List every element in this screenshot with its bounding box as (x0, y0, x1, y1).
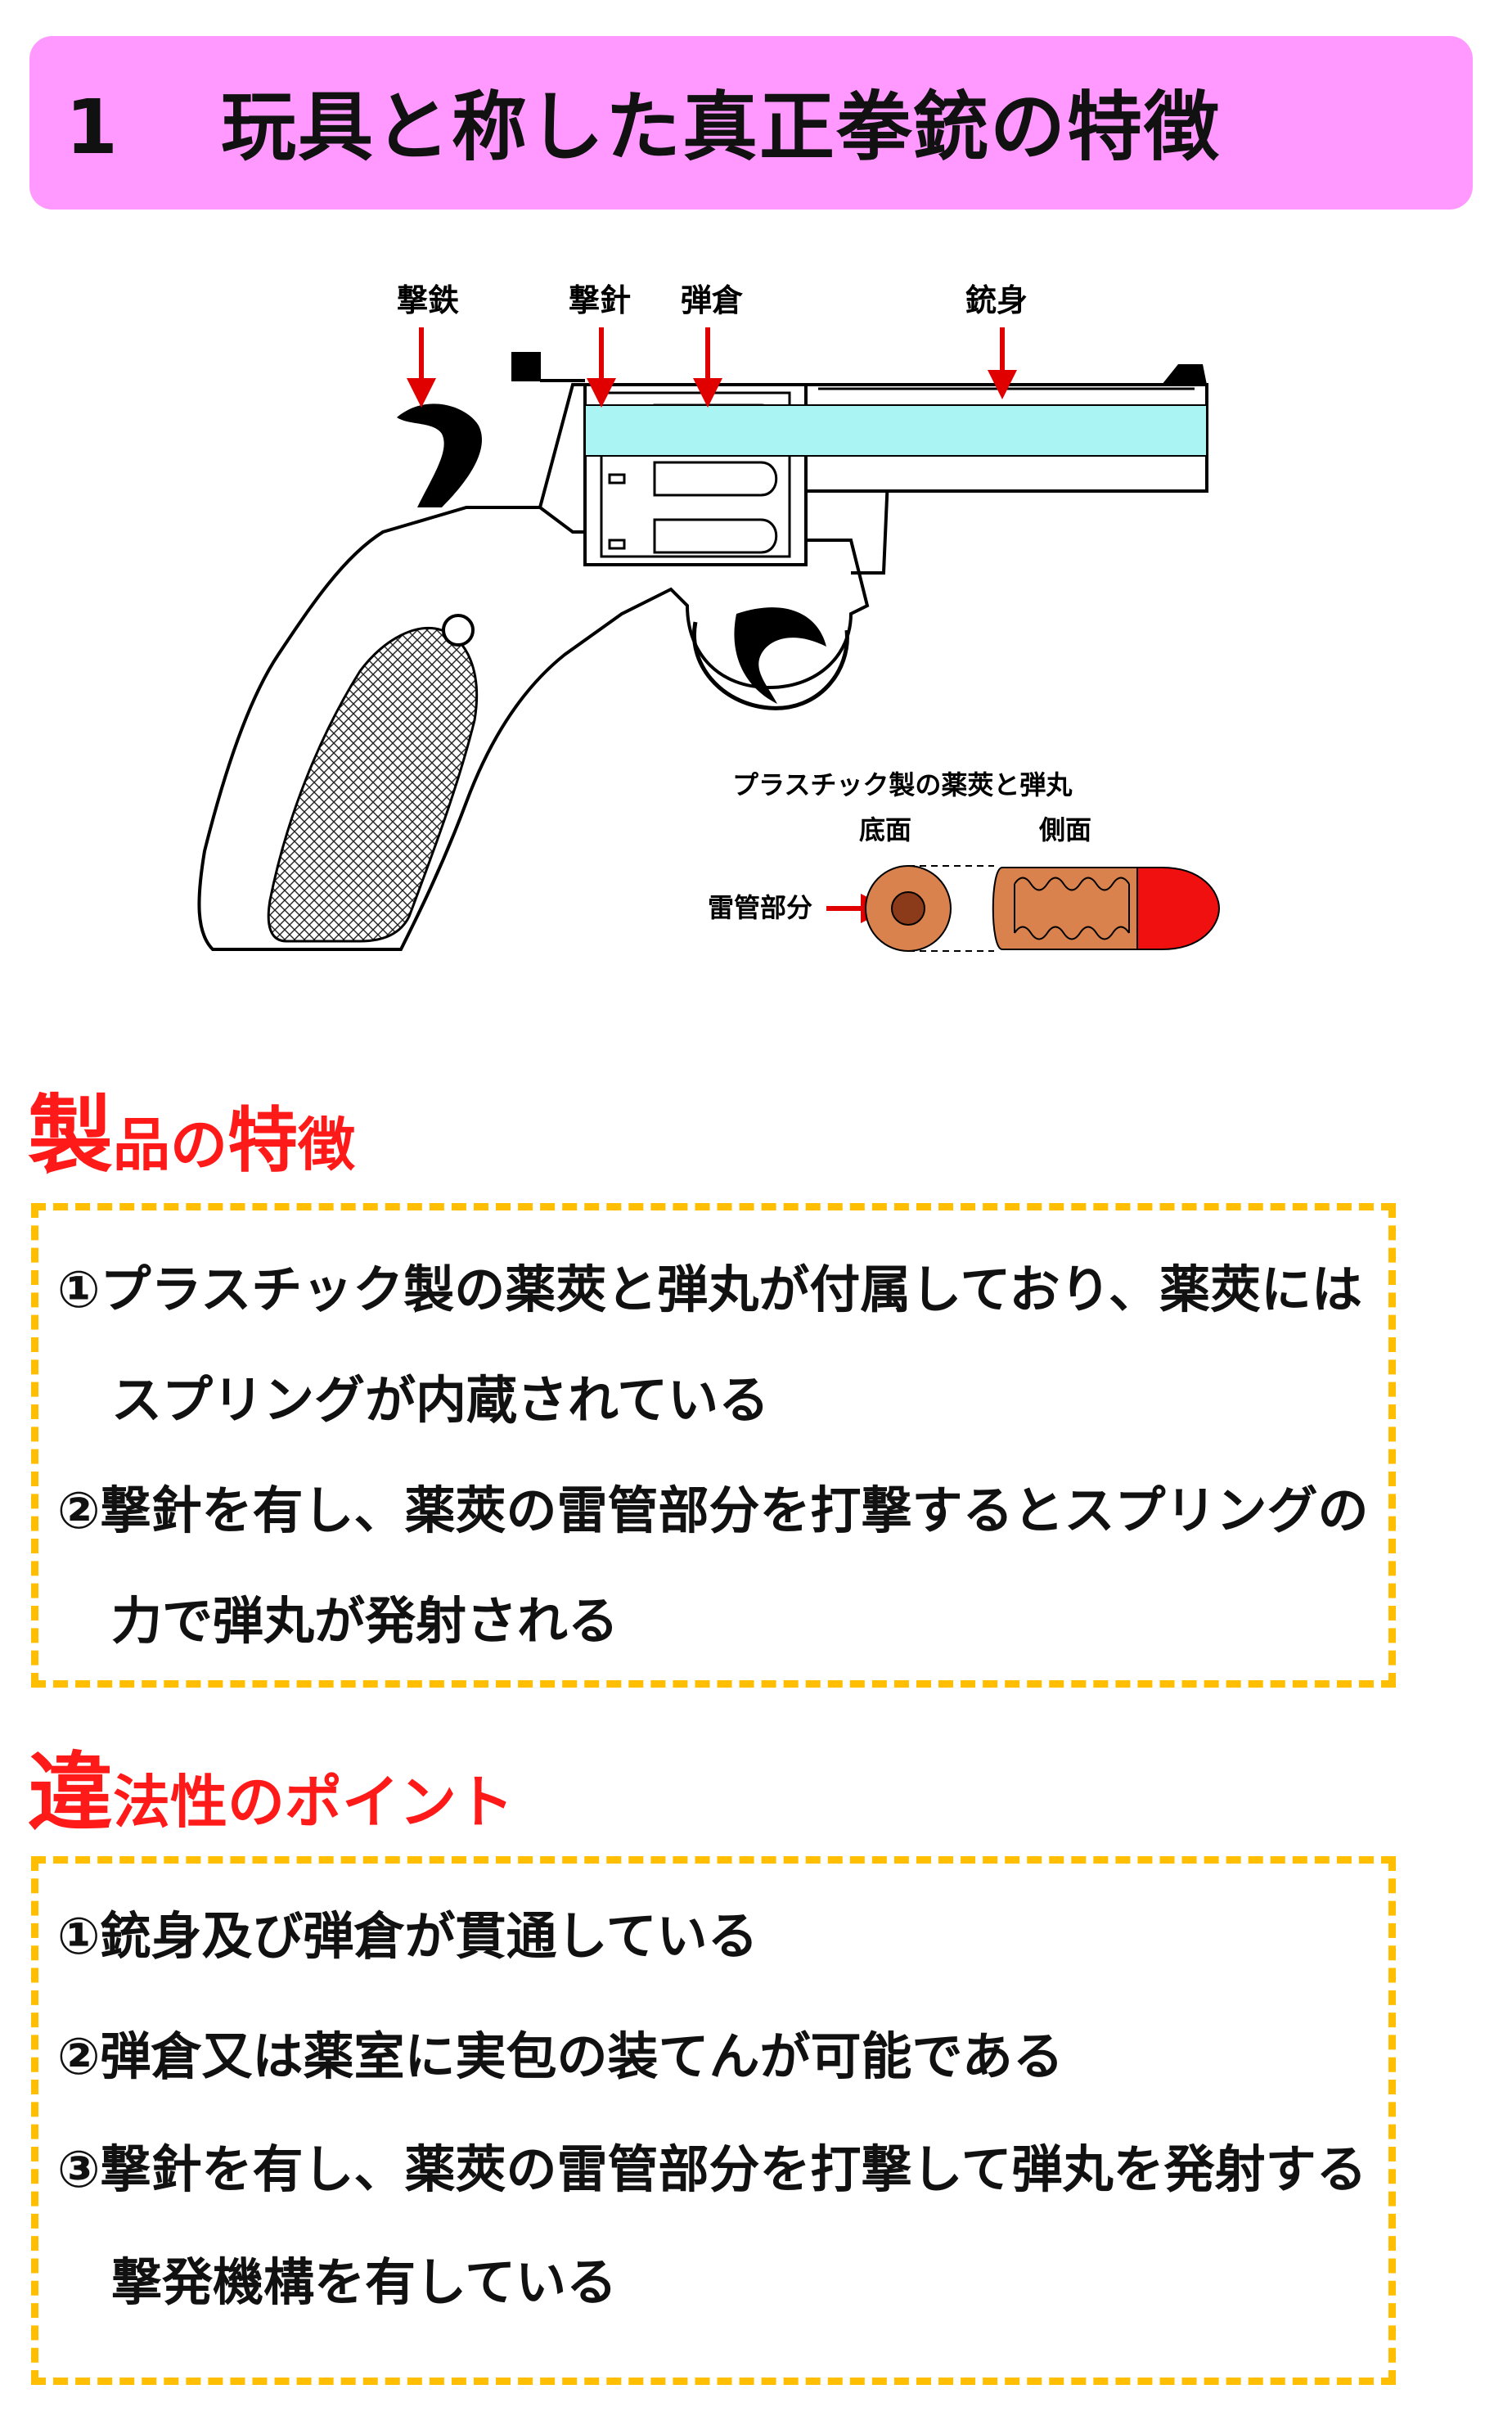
side-view-label: 側面 (1038, 814, 1091, 845)
heading-text: 法性のポイント (113, 1769, 515, 1836)
heading-text: 徴 (298, 1111, 356, 1179)
base-view-label: 底面 (859, 814, 911, 845)
barrel-bore (584, 404, 1208, 457)
product-features-box (31, 1203, 1396, 1688)
section-number: 1 (65, 83, 119, 171)
feature-line-3: ②撃針を有し、薬莢の雷管部分を打撃するとスプリングの (57, 1481, 1369, 1540)
heading-char: 違 (28, 1742, 114, 1842)
feature-line-4: 力で弾丸が発射される (111, 1591, 619, 1651)
hammer-label: 撃鉄 (397, 282, 459, 318)
page-title: 玩具と称した真正拳銃の特徴 (221, 83, 1222, 171)
bullet (1136, 867, 1221, 950)
trigger (734, 607, 826, 704)
cylinder-label: 弾倉 (681, 282, 744, 318)
product-features-heading: 製品の特徴 (28, 1093, 355, 1178)
primer-label: 雷管部分 (708, 892, 812, 923)
point-line-3: ③撃針を有し、薬莢の雷管部分を打撃して弾丸を発射する (57, 2139, 1367, 2199)
feature-line-2: スプリングが内蔵されている (111, 1370, 770, 1430)
illegality-points-box (31, 1856, 1396, 2385)
hammer (397, 403, 482, 507)
point-line-4: 撃発機構を有している (111, 2252, 618, 2312)
frame-pin (442, 614, 475, 647)
revolver-diagram: 撃鉄 撃針 弾倉 銃身 プラスチック製の薬莢と弾丸 底面 側面 雷管部分 (197, 282, 1221, 952)
point-line-2: ②弾倉又は薬室に実包の装てんが可能である (57, 2026, 1064, 2086)
point-line-1: ①銃身及び弾倉が貫通している (57, 1906, 758, 1966)
heading-char: 製 (28, 1085, 114, 1185)
illegality-points-heading: 違法性のポイント (28, 1750, 514, 1835)
cartridge-side (992, 867, 1138, 950)
grip-checkering (267, 626, 479, 943)
title-banner (29, 36, 1473, 210)
firing-pin-label: 撃針 (569, 282, 631, 318)
inset-title: プラスチック製の薬莢と弾丸 (732, 769, 1072, 800)
front-sight (1162, 364, 1207, 385)
feature-line-1: ①プラスチック製の薬莢と弾丸が付属しており、薬莢には (57, 1260, 1363, 1319)
heading-text: 品の (113, 1111, 228, 1179)
rear-sight (511, 352, 541, 381)
barrel-label: 銃身 (965, 282, 1028, 318)
trigger-guard (692, 621, 849, 710)
heading-char: 特 (227, 1100, 299, 1182)
cartridge-primer (891, 891, 925, 926)
